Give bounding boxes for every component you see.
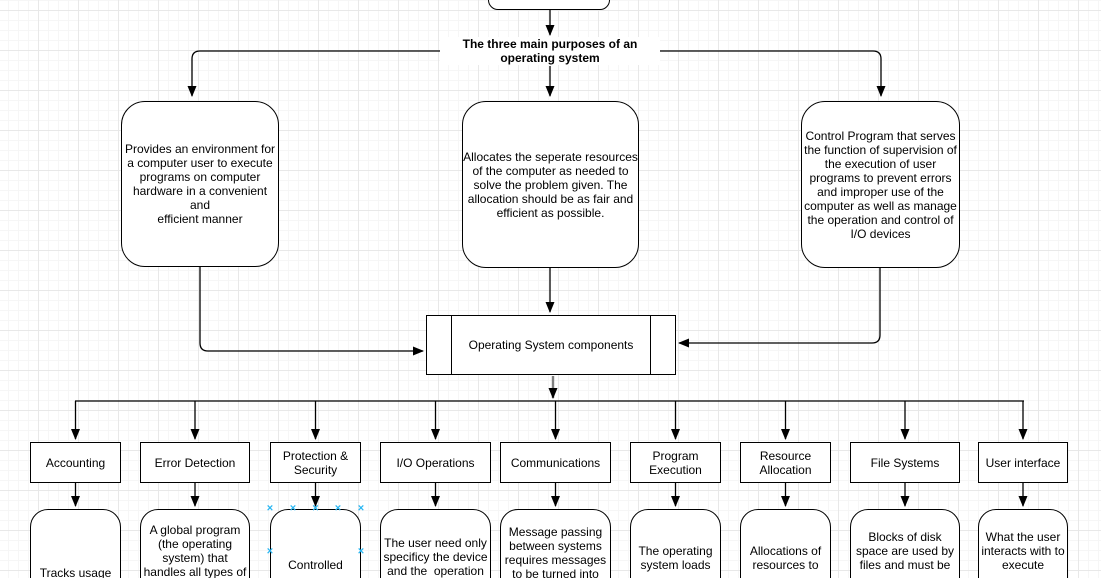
component-label: User interface (985, 455, 1061, 470)
connection-point-cross[interactable]: × (266, 545, 274, 558)
component-detail-text: The user need only specificy the device … (383, 536, 488, 578)
component-detail-text: The operating system loads (638, 544, 713, 572)
component-box-communications[interactable]: Communications (500, 442, 611, 483)
component-detail-resource-allocation[interactable]: Allocations of resources to (740, 509, 831, 578)
process-shape-left-bar (451, 316, 452, 374)
component-box-error-detection[interactable]: Error Detection (140, 442, 250, 483)
os-components-label: Operating System components (468, 338, 634, 352)
purpose-box-allocation-text: Allocates the seperate resources of the … (463, 149, 638, 220)
component-box-protection-security[interactable]: Protection & Security (270, 442, 361, 483)
component-detail-text: Controlled (288, 558, 343, 572)
component-label: Resource Allocation (759, 448, 812, 477)
component-label: Error Detection (154, 455, 236, 470)
component-detail-io-operations[interactable]: The user need only specificy the device … (380, 509, 491, 578)
purpose-box-control-program-text: Control Program that serves the function… (804, 128, 957, 241)
component-detail-accounting[interactable]: Tracks usage (30, 509, 121, 578)
component-box-resource-allocation[interactable]: Resource Allocation (740, 442, 831, 483)
component-box-user-interface[interactable]: User interface (978, 442, 1068, 483)
component-detail-user-interface[interactable]: What the user interacts with to execute (978, 509, 1068, 578)
edge-right-to-hub[interactable] (678, 268, 881, 348)
edge-label-to-left[interactable] (187, 50, 452, 97)
connection-point-cross[interactable]: × (289, 502, 297, 515)
component-detail-text: Tracks usage (39, 566, 112, 578)
component-label: Accounting (45, 455, 106, 470)
component-label: I/O Operations (396, 455, 475, 470)
component-detail-text: Blocks of disk space are used by files a… (855, 530, 955, 572)
component-label: Program Execution (649, 448, 702, 477)
component-label: Protection & Security (282, 448, 349, 477)
component-detail-file-systems[interactable]: Blocks of disk space are used by files a… (850, 509, 960, 578)
component-detail-text: Message passing between systems requires… (504, 525, 607, 578)
edge-left-to-hub[interactable] (199, 266, 424, 356)
component-box-accounting[interactable]: Accounting (30, 442, 121, 483)
component-detail-protection-security[interactable]: Controlled (270, 509, 361, 578)
connection-point-cross[interactable]: × (357, 545, 365, 558)
connection-point-cross[interactable]: × (266, 502, 274, 515)
component-box-program-execution[interactable]: Program Execution (630, 442, 721, 483)
component-detail-text: A global program (the operating system) … (143, 523, 247, 578)
component-detail-error-detection[interactable]: A global program (the operating system) … (140, 509, 250, 578)
edge-label-to-right[interactable] (648, 50, 886, 97)
component-box-file-systems[interactable]: File Systems (850, 442, 960, 483)
process-shape-right-bar (650, 316, 651, 374)
connection-point-cross[interactable]: × (312, 502, 319, 515)
component-detail-program-execution[interactable]: The operating system loads (630, 509, 721, 578)
component-detail-text: What the user interacts with to execute (981, 530, 1065, 572)
purpose-box-control-program[interactable]: Control Program that serves the function… (801, 101, 960, 268)
offscreen-top-box[interactable] (488, 0, 610, 10)
component-detail-text: Allocations of resources to (749, 544, 822, 572)
main-purposes-label[interactable]: The three main purposes of an operating … (440, 37, 660, 65)
component-box-io-operations[interactable]: I/O Operations (380, 442, 491, 483)
component-label: Communications (510, 455, 601, 470)
component-label: File Systems (870, 455, 940, 470)
connection-point-cross[interactable]: × (357, 502, 365, 515)
purpose-box-environment-text: Provides an environment for a computer u… (124, 142, 276, 226)
purpose-box-environment[interactable]: Provides an environment for a computer u… (121, 101, 279, 267)
connection-point-cross[interactable]: × (334, 502, 342, 515)
component-detail-communications[interactable]: Message passing between systems requires… (500, 509, 611, 578)
os-components-box[interactable]: Operating System components (426, 315, 676, 375)
purpose-box-allocation[interactable]: Allocates the seperate resources of the … (462, 101, 639, 268)
